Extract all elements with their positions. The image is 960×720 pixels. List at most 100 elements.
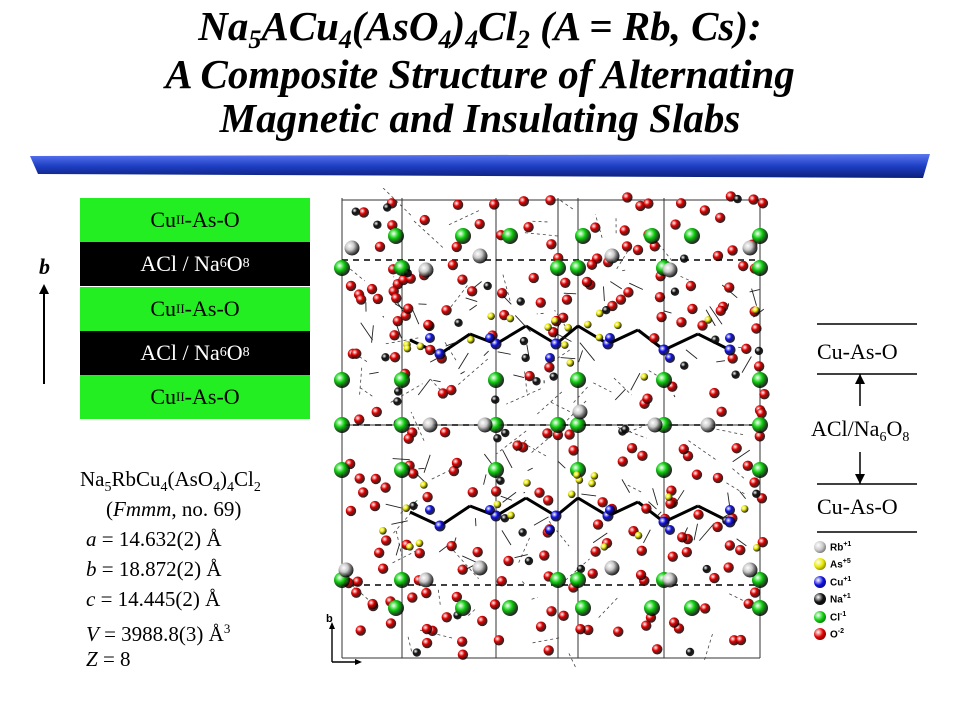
- rubidium-atom: [418, 572, 434, 588]
- label-cu-as-o-bottom: Cu-As-O: [817, 494, 898, 519]
- oxygen-atom: [724, 540, 736, 551]
- oxygen-atom: [448, 465, 460, 477]
- oxygen-atom: [560, 277, 571, 288]
- title-line-2: A Composite Structure of Alternating: [165, 51, 795, 97]
- bond: [592, 532, 608, 544]
- oxygen-atom: [754, 431, 766, 442]
- cu-o-bond: [525, 324, 557, 346]
- bond: [465, 297, 478, 303]
- bond: [500, 495, 513, 501]
- oxygen-atom: [523, 221, 534, 233]
- oxygen-atom: [623, 287, 634, 298]
- bond: [709, 306, 723, 325]
- oxygen-atom: [542, 428, 553, 439]
- oxygen-atom: [691, 469, 703, 480]
- chlorine-atom: [570, 572, 586, 588]
- chlorine-atom: [455, 228, 471, 244]
- bond: [513, 374, 525, 379]
- oxygen-atom: [668, 617, 680, 628]
- oxygen-atom: [439, 427, 451, 438]
- crystal-structure-diagram: [334, 188, 770, 668]
- bond: [563, 292, 577, 295]
- bond: [526, 344, 530, 357]
- sodium-atom: [752, 489, 761, 499]
- bond: [462, 555, 478, 563]
- arsenic-atom: [640, 373, 649, 381]
- rubidium-atom: [647, 417, 663, 433]
- copper-atom: [658, 516, 670, 528]
- legend-item-as: As+5: [814, 556, 874, 574]
- oxygen-atom: [493, 635, 505, 646]
- compound-formula: Na5RbCu4(AsO4)4Cl2: [80, 467, 261, 495]
- oxygen-atom: [452, 199, 464, 211]
- bond: [699, 523, 715, 541]
- chlorine-atom: [334, 372, 350, 388]
- rubidium-atom: [338, 562, 354, 578]
- copper-atom: [725, 333, 735, 343]
- sodium-atom: [549, 372, 558, 381]
- arsenic-atom: [588, 479, 596, 488]
- bond: [732, 449, 751, 463]
- rubidium-atom: [742, 240, 758, 256]
- oxygen-atom: [421, 623, 433, 635]
- bond: [423, 454, 431, 473]
- oxygen-atom: [441, 612, 452, 623]
- sodium-atom: [394, 387, 403, 396]
- bond: [483, 474, 487, 485]
- copper-atom: [434, 520, 446, 532]
- oxygen-atom: [748, 194, 759, 205]
- rubidium-atom: [344, 240, 360, 256]
- arsenic-atom: [740, 505, 749, 513]
- rb-atom-swatch: [814, 540, 826, 553]
- chlorine-atom: [394, 572, 410, 588]
- arsenic-atom: [506, 314, 515, 323]
- bond: [560, 357, 576, 360]
- oxygen-atom: [716, 406, 727, 418]
- chlorine-atom: [684, 228, 700, 244]
- arsenic-atom: [600, 543, 609, 551]
- oxygen-atom: [564, 429, 575, 440]
- dashed-bond: [731, 468, 745, 479]
- oxygen-atom: [678, 444, 689, 455]
- cu-atom-swatch: [814, 575, 826, 588]
- bond: [603, 286, 605, 302]
- oxygen-atom: [490, 486, 502, 497]
- bond: [497, 351, 511, 355]
- bond: [445, 340, 460, 347]
- dashed-bond: [572, 386, 588, 405]
- oxygen-atom: [587, 568, 598, 579]
- arsenic-atom: [634, 531, 643, 540]
- dashed-bond: [593, 382, 612, 393]
- oxygen-atom: [446, 540, 457, 552]
- as-atom-swatch: [814, 558, 826, 571]
- oxygen-atom: [373, 547, 385, 559]
- cu-o-bond: [495, 324, 527, 346]
- sodium-atom: [496, 476, 505, 485]
- arsenic-atom: [416, 342, 425, 351]
- arsenic-atom: [507, 511, 515, 520]
- oxygen-atom: [466, 286, 478, 297]
- oxygen-atom: [389, 330, 400, 341]
- dashed-bond: [560, 200, 574, 210]
- oxygen-atom: [637, 450, 648, 462]
- sodium-atom: [702, 564, 711, 574]
- oxygen-atom: [467, 487, 478, 498]
- sodium-atom: [711, 335, 720, 344]
- cell-volume: V = 3988.8(3) Å3: [86, 621, 231, 646]
- bond: [739, 491, 747, 500]
- bond: [395, 543, 401, 556]
- oxygen-atom: [419, 214, 430, 226]
- oxygen-atom: [402, 303, 414, 314]
- oxygen-atom: [546, 239, 557, 250]
- b-axis-arrow: [39, 284, 49, 384]
- oxygen-atom: [693, 509, 704, 520]
- oxygen-atom: [546, 606, 557, 617]
- rubidium-atom: [662, 262, 678, 278]
- sodium-atom: [519, 336, 529, 346]
- oxygen-atom: [345, 280, 357, 292]
- oxygen-atom: [421, 587, 432, 599]
- dashed-bond: [622, 269, 627, 272]
- dashed-bond: [443, 339, 457, 361]
- oxygen-atom: [351, 348, 362, 359]
